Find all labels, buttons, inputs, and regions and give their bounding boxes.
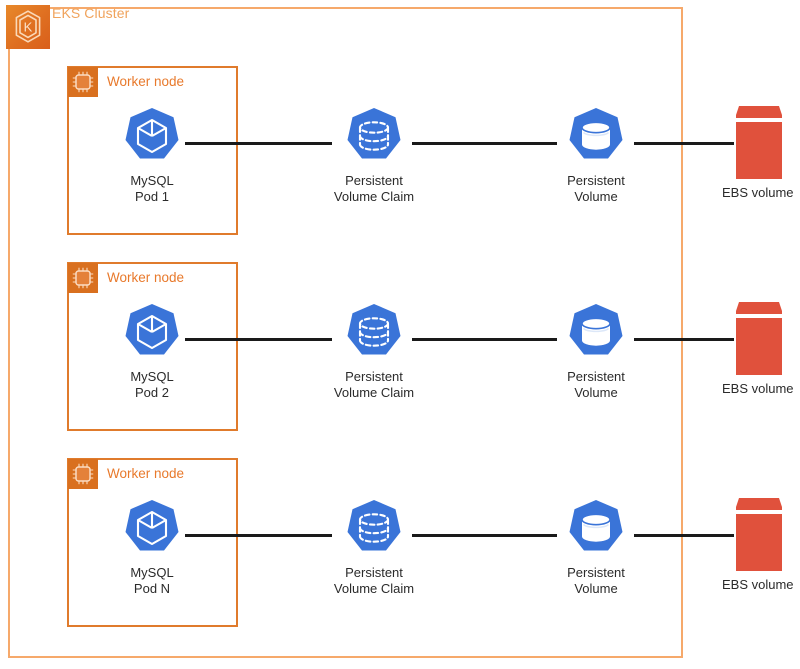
worker-node-box[interactable]: Worker node	[67, 66, 238, 235]
ebs-volume-icon	[736, 498, 782, 571]
connector-pvc-to-pv	[412, 142, 557, 145]
kubernetes-pod-icon	[125, 304, 179, 355]
ebs-volume-caption: EBS volume	[722, 577, 794, 592]
eks-cluster-title: EKS Cluster	[52, 5, 130, 21]
worker-node-label: Worker node	[107, 466, 185, 481]
ebs-volume-icon	[736, 302, 782, 375]
connector-pod-to-pvc	[185, 534, 332, 537]
persistent-volume-caption: Persistent Volume	[567, 369, 625, 400]
persistent-volume-icon	[569, 304, 623, 355]
eks-cluster-boundary	[8, 7, 683, 658]
persistent-volume-node[interactable]: Persistent Volume	[552, 498, 640, 597]
persistent-volume-caption: Persistent Volume	[567, 173, 625, 204]
svg-text:K: K	[24, 20, 33, 35]
mysql-pod-caption: MySQL Pod 1	[130, 173, 174, 204]
persistent-volume-claim-caption: Persistent Volume Claim	[333, 369, 415, 400]
persistent-volume-claim-icon	[347, 500, 401, 551]
persistent-volume-claim-caption: Persistent Volume Claim	[333, 173, 415, 204]
worker-node-box[interactable]: Worker node	[67, 458, 238, 627]
persistent-volume-claim-icon	[347, 304, 401, 355]
persistent-volume-claim-caption: Persistent Volume Claim	[333, 565, 415, 596]
mysql-pod-caption: MySQL Pod N	[130, 565, 174, 596]
ebs-volume-node[interactable]: EBS volume	[722, 299, 794, 415]
worker-node-label: Worker node	[107, 74, 185, 89]
cpu-chip-icon	[68, 459, 98, 489]
connector-pvc-to-pv	[412, 338, 557, 341]
persistent-volume-caption: Persistent Volume	[567, 565, 625, 596]
ebs-volume-icon	[736, 106, 782, 179]
ebs-volume-caption: EBS volume	[722, 381, 794, 396]
mysql-pod-node[interactable]: MySQL Pod 2	[108, 302, 196, 401]
mysql-pod-node[interactable]: MySQL Pod 1	[108, 106, 196, 205]
cpu-chip-icon	[68, 67, 98, 97]
kubernetes-pod-icon	[125, 108, 179, 159]
connector-pod-to-pvc	[185, 338, 332, 341]
worker-node-box[interactable]: Worker node	[67, 262, 238, 431]
ebs-volume-node[interactable]: EBS volume	[722, 495, 794, 611]
persistent-volume-node[interactable]: Persistent Volume	[552, 106, 640, 205]
worker-node-label: Worker node	[107, 270, 185, 285]
connector-pod-to-pvc	[185, 142, 332, 145]
ebs-volume-node[interactable]: EBS volume	[722, 103, 794, 219]
connector-pvc-to-pv	[412, 534, 557, 537]
persistent-volume-claim-icon	[347, 108, 401, 159]
connector-pv-to-ebs	[634, 338, 734, 341]
eks-cluster-icon: K	[6, 5, 50, 49]
persistent-volume-node[interactable]: Persistent Volume	[552, 302, 640, 401]
mysql-pod-node[interactable]: MySQL Pod N	[108, 498, 196, 597]
persistent-volume-claim-node[interactable]: Persistent Volume Claim	[330, 106, 418, 205]
persistent-volume-claim-node[interactable]: Persistent Volume Claim	[330, 498, 418, 597]
connector-pv-to-ebs	[634, 142, 734, 145]
persistent-volume-claim-node[interactable]: Persistent Volume Claim	[330, 302, 418, 401]
persistent-volume-icon	[569, 108, 623, 159]
connector-pv-to-ebs	[634, 534, 734, 537]
cpu-chip-icon	[68, 263, 98, 293]
kubernetes-pod-icon	[125, 500, 179, 551]
ebs-volume-caption: EBS volume	[722, 185, 794, 200]
mysql-pod-caption: MySQL Pod 2	[130, 369, 174, 400]
persistent-volume-icon	[569, 500, 623, 551]
